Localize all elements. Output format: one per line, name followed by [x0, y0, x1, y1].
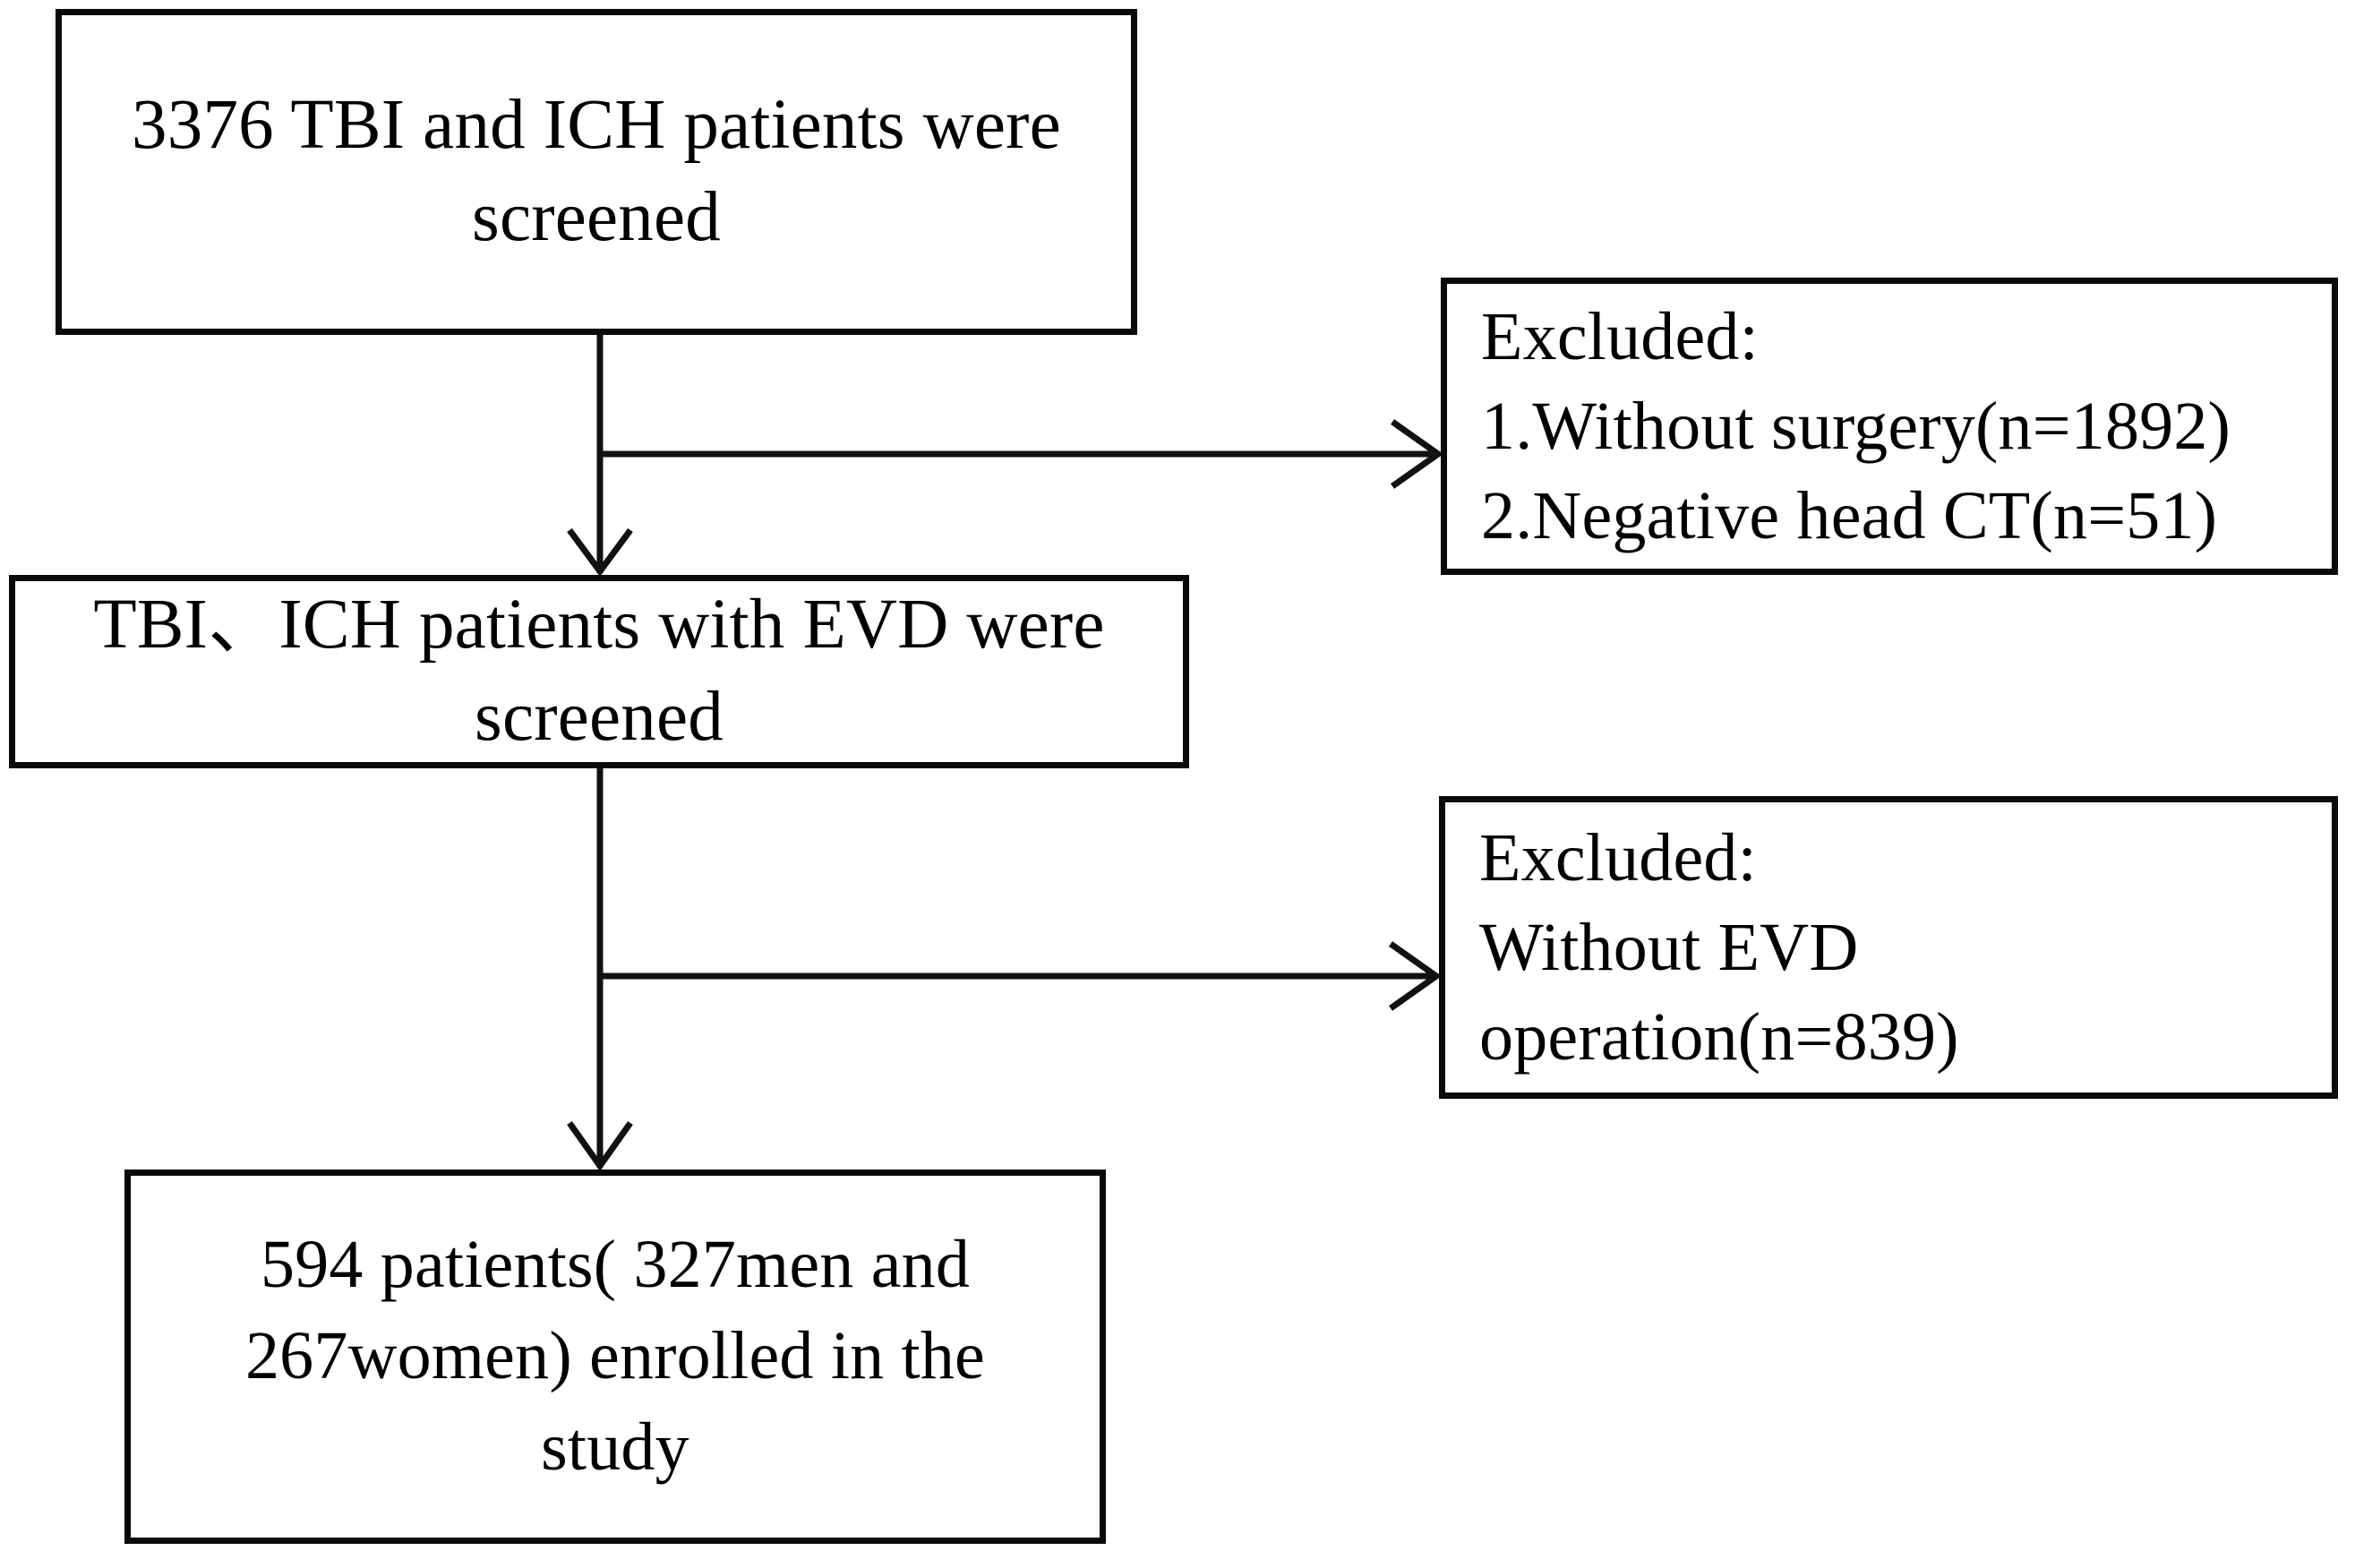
node-excluded-second-label: Excluded: Without EVD operation(n=839) — [1479, 819, 1959, 1075]
node-enrolled-patients: 594 patients( 327men and 267women) enrol… — [124, 1170, 1106, 1544]
node-excluded-second: Excluded: Without EVD operation(n=839) — [1439, 796, 2338, 1099]
edge-screened-to-evd — [567, 334, 633, 577]
node-evd-screened: TBI、ICH patients with EVD were screened — [9, 575, 1189, 768]
node-screened-patients: 3376 TBI and ICH patients were screened — [56, 9, 1137, 335]
edge-evd-to-excluded-2 — [602, 941, 1443, 1011]
edge-screened-to-excluded-1 — [602, 419, 1444, 489]
node-evd-screened-label: TBI、ICH patients with EVD were screened — [93, 586, 1105, 756]
node-excluded-first-label: Excluded: 1.Without surgery(n=1892) 2.Ne… — [1481, 298, 2231, 554]
edge-evd-to-enrolled — [567, 768, 633, 1172]
node-enrolled-patients-label: 594 patients( 327men and 267women) enrol… — [244, 1227, 985, 1485]
node-screened-patients-label: 3376 TBI and ICH patients were screened — [132, 86, 1061, 256]
node-excluded-first: Excluded: 1.Without surgery(n=1892) 2.Ne… — [1441, 278, 2338, 575]
